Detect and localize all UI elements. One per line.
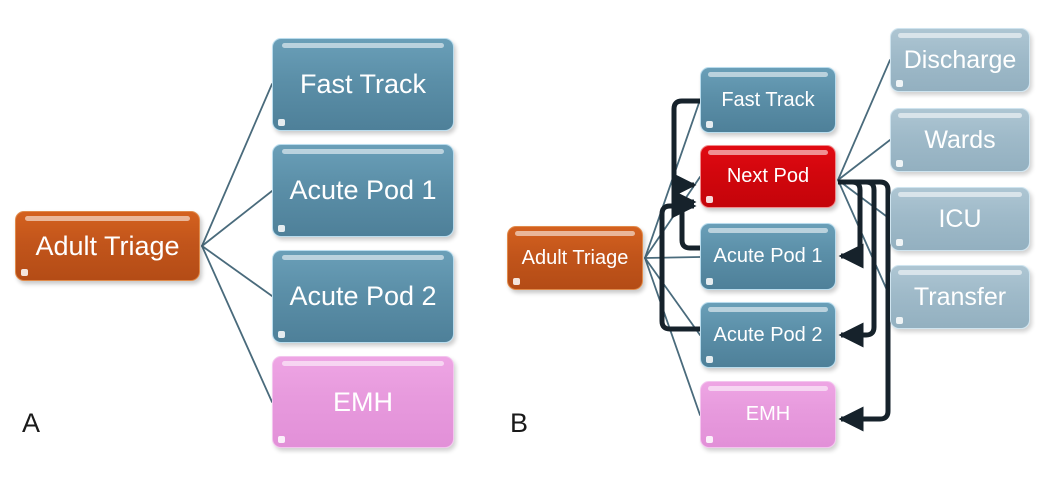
node-b-pod1[interactable]: Acute Pod 1 [700,223,836,290]
edge-a-triage-to-a-pod1 [201,190,273,247]
node-b-wards[interactable]: Wards [890,108,1030,172]
edge-b-pod1-to-b-nextpod [671,189,701,251]
edge-b-triage-to-b-pod2 [644,257,701,336]
node-label: Adult Triage [521,246,629,269]
edge-b-triage-to-b-nextpod [644,176,701,259]
node-b-icu[interactable]: ICU [890,187,1030,251]
node-b-emh[interactable]: EMH [700,381,836,448]
edge-b-nextpod-to-b-transfer [837,179,891,298]
node-label: ICU [938,204,982,233]
node-label: EMH [333,386,393,417]
node-label: Wards [924,125,996,154]
edge-b-triage-to-b-emh [644,257,701,416]
edge-a-triage-to-a-fast [201,83,273,247]
edge-b-nextpod-to-b-pod1 [838,179,864,269]
node-a-pod2[interactable]: Acute Pod 2 [272,250,454,343]
node-label: Discharge [903,45,1017,74]
edge-b-triage-to-b-fast [644,99,701,259]
node-label: Acute Pod 1 [713,245,823,267]
panel-label-b: B [510,408,529,438]
node-label: Fast Track [299,69,427,100]
edge-b-pod2-to-b-nextpod [659,193,701,332]
edge-b-fast-to-b-nextpod [671,98,701,198]
node-a-fast[interactable]: Fast Track [272,38,454,131]
node-label: Next Pod [726,165,810,187]
edge-b-nextpod-to-b-icu [837,179,891,220]
node-b-discharge[interactable]: Discharge [890,28,1030,92]
node-label: Adult Triage [35,230,180,261]
edge-b-nextpod-to-b-pod2 [838,179,877,348]
node-b-transfer[interactable]: Transfer [890,265,1030,329]
node-label: Acute Pod 2 [713,323,823,346]
node-label: Transfer [913,282,1007,311]
edge-b-nextpod-to-b-discharge [837,59,891,181]
node-label: Acute Pod 1 [289,175,437,206]
node-label: Acute Pod 2 [289,281,437,312]
edge-b-nextpod-to-b-emh [838,179,891,432]
edge-b-nextpod-to-b-wards [837,139,891,181]
edge-a-triage-to-a-pod2 [201,245,273,297]
node-label: EMH [745,403,791,425]
node-b-nextpod[interactable]: Next Pod [700,145,836,208]
node-label: Fast Track [721,88,815,111]
node-b-fast[interactable]: Fast Track [700,67,836,133]
node-b-pod2[interactable]: Acute Pod 2 [700,302,836,368]
node-b-triage[interactable]: Adult Triage [507,226,643,290]
edge-a-triage-to-a-emh [201,245,273,403]
node-a-pod1[interactable]: Acute Pod 1 [272,144,454,237]
node-a-emh[interactable]: EMH [272,356,454,448]
edge-b-triage-to-b-pod1 [644,256,701,259]
node-a-triage[interactable]: Adult Triage [15,211,200,281]
panel-label-a: A [22,408,41,438]
